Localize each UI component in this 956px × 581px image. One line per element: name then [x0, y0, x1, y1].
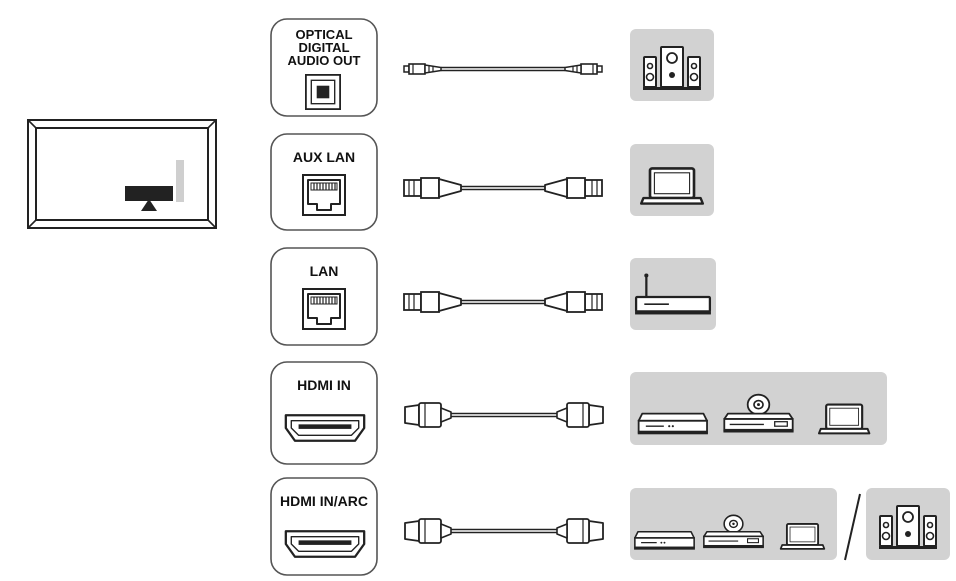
- cable-plug-left: [403, 291, 462, 313]
- connection-row: LAN: [270, 247, 716, 346]
- laptop-icon: [817, 403, 871, 435]
- port-label: AUX LAN: [293, 149, 355, 165]
- cable-plug-left: [403, 63, 442, 75]
- cable-plug-left: [404, 402, 452, 428]
- cable-plug-right: [556, 518, 604, 544]
- optical-port-icon: [305, 74, 341, 110]
- cable-plug-left: [403, 177, 462, 199]
- set-top-box-icon: [633, 530, 696, 551]
- connection-row: HDMI IN: [270, 361, 887, 465]
- laptop-icon: [639, 167, 705, 205]
- set-top-box-icon: [636, 412, 709, 436]
- connection-row: HDMI IN/ARC: [270, 477, 950, 576]
- hdmi-cable: [404, 402, 604, 428]
- hdmi-cable: [404, 518, 604, 544]
- port-box: [270, 18, 378, 117]
- port-label: HDMI IN: [297, 377, 351, 393]
- lan-cable: [403, 291, 603, 313]
- device-panel: [630, 258, 716, 330]
- laptop-icon: [779, 522, 826, 550]
- cable-plug-left: [404, 518, 452, 544]
- tv-back-panel-icon: [27, 119, 217, 229]
- cable-plug-right: [544, 291, 603, 313]
- hdmi-port-icon: [284, 413, 366, 443]
- port-label: HDMI IN/ARC: [280, 493, 368, 509]
- port-label: LAN: [310, 263, 339, 279]
- cable-plug-right: [544, 177, 603, 199]
- optical-cable: [403, 63, 603, 75]
- port-label: OPTICAL: [295, 27, 352, 42]
- cable-plug-right: [556, 402, 604, 428]
- connection-row: AUX LAN: [270, 133, 714, 231]
- port-label: DIGITAL: [298, 40, 349, 55]
- port-label: AUDIO OUT: [288, 53, 361, 68]
- hdmi-port-icon: [284, 529, 366, 559]
- lan-cable: [403, 177, 603, 199]
- or-separator: [844, 493, 861, 561]
- cable-plug-right: [564, 63, 603, 75]
